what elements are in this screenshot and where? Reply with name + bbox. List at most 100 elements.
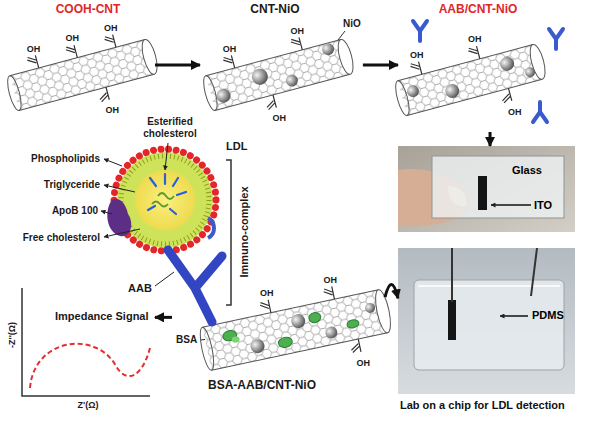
process-arrow (155, 64, 200, 67)
carbon-nanotube (364, 302, 376, 314)
chip-photo (414, 280, 564, 370)
glass-photo (432, 156, 564, 218)
carbon-nanotube (206, 39, 351, 110)
antibody-symbol (413, 21, 563, 122)
carbon-nanotube (223, 37, 315, 117)
axis-label: Z'(Ω) (78, 400, 99, 410)
carbon-nanotube (206, 39, 351, 110)
part-label: Triglyceride (14, 179, 100, 191)
carbon-nanotube (398, 44, 543, 115)
leader-line (104, 185, 135, 192)
group-label: OH (259, 289, 275, 298)
carbon-nanotube (2, 25, 164, 124)
ldl-particle (135, 170, 195, 230)
carbon-nanotube (398, 44, 543, 115)
carbon-nanotube (524, 66, 536, 78)
group-label: OH (271, 114, 287, 123)
carbon-nanotube (308, 311, 322, 323)
carbon-nanotube (346, 319, 359, 329)
group-label: OH (103, 23, 119, 32)
material-stage: BSA-AAB/CNT-NiO OH OH OH BSA (172, 272, 385, 398)
photo-caption: Lab on a chip for LDL detection (400, 399, 565, 412)
carbon-nanotube (231, 336, 240, 344)
carbon-nanotube (398, 44, 543, 115)
carbon-nanotube (324, 325, 338, 339)
carbon-nanotube (249, 338, 266, 355)
carbon-nanotube (335, 38, 356, 76)
part-label: BSA (176, 334, 197, 346)
carbon-nanotube (10, 39, 155, 110)
carbon-nanotube (10, 39, 155, 110)
ldl-particle (107, 149, 216, 251)
group-label: OH (507, 107, 523, 116)
carbon-nanotube (201, 74, 220, 111)
part-label: NiO (343, 18, 361, 30)
material-stage: COOH-CNTOHOHOHOH (5, 0, 155, 130)
glass-photo (398, 146, 575, 232)
leader-line (338, 31, 345, 40)
group-label: OH (323, 275, 339, 284)
carbon-nanotube (5, 74, 24, 111)
glass-photo (491, 204, 531, 206)
process-arrow (155, 316, 172, 319)
chip-photo (500, 315, 528, 317)
carbon-nanotube (202, 290, 387, 370)
antibody-symbol (549, 29, 563, 49)
part-label: PDMS (532, 309, 564, 322)
process-arrow (489, 132, 492, 146)
ldl-particle (152, 193, 174, 207)
carbon-nanotube (321, 42, 336, 57)
part-label: ITO (534, 199, 552, 212)
carbon-nanotube (202, 290, 387, 370)
impedance-plot (30, 344, 150, 388)
part-label: ApoB 100 (12, 205, 98, 217)
chip-photo (452, 248, 537, 302)
group-label: OH (356, 358, 372, 367)
carbon-nanotube (198, 25, 360, 124)
ldl-particle (148, 174, 186, 214)
chip-photo (398, 248, 575, 394)
ldl-particle (107, 199, 131, 236)
stage-title: CNT-NiO (250, 3, 299, 17)
impedance-plot (22, 288, 150, 396)
leader-line (104, 229, 140, 237)
carbon-nanotube (206, 39, 351, 110)
glass-photo (478, 176, 487, 210)
part-label: Esterified cholesterol (138, 116, 202, 140)
photo-panel: PDMS Lab on a chip for LDL detection (398, 248, 610, 416)
bracket-label: Immuno-complex (238, 186, 251, 277)
group-label: OH (467, 35, 483, 44)
carbon-nanotube (10, 39, 155, 110)
leader-line (165, 143, 168, 170)
bracket (226, 160, 231, 305)
carbon-nanotube (390, 30, 552, 129)
ldl-particle (208, 218, 214, 238)
antibody-symbol (168, 250, 222, 322)
carbon-nanotube (250, 67, 270, 87)
antibody-symbol (533, 102, 547, 122)
signal-label: Impedance Signal (55, 310, 149, 323)
group-label: OH (64, 34, 80, 43)
part-label: Glass (512, 164, 542, 177)
carbon-nanotube (406, 84, 421, 99)
carbon-nanotube (259, 283, 361, 370)
carbon-nanotube (195, 276, 396, 384)
carbon-nanotube (499, 55, 516, 72)
leader-line (155, 272, 174, 286)
carbon-nanotube (373, 289, 394, 335)
carbon-nanotube (202, 290, 387, 370)
part-label: Phospholipids (14, 153, 100, 165)
stage-title: BSA-AAB/CNT-NiO (208, 379, 316, 393)
carbon-nanotube (215, 87, 232, 104)
group-label: OH (409, 51, 425, 60)
antibody-symbol (413, 21, 427, 41)
stage-title: COOH-CNT (56, 3, 121, 17)
stage-title: AAB/CNT-NiO (439, 3, 518, 17)
carbon-nanotube (277, 336, 293, 349)
leader-line (101, 211, 112, 214)
glass-photo (398, 146, 575, 232)
group-label: OH (104, 106, 120, 115)
chip-photo (418, 285, 560, 287)
ldl-particle (114, 149, 216, 251)
